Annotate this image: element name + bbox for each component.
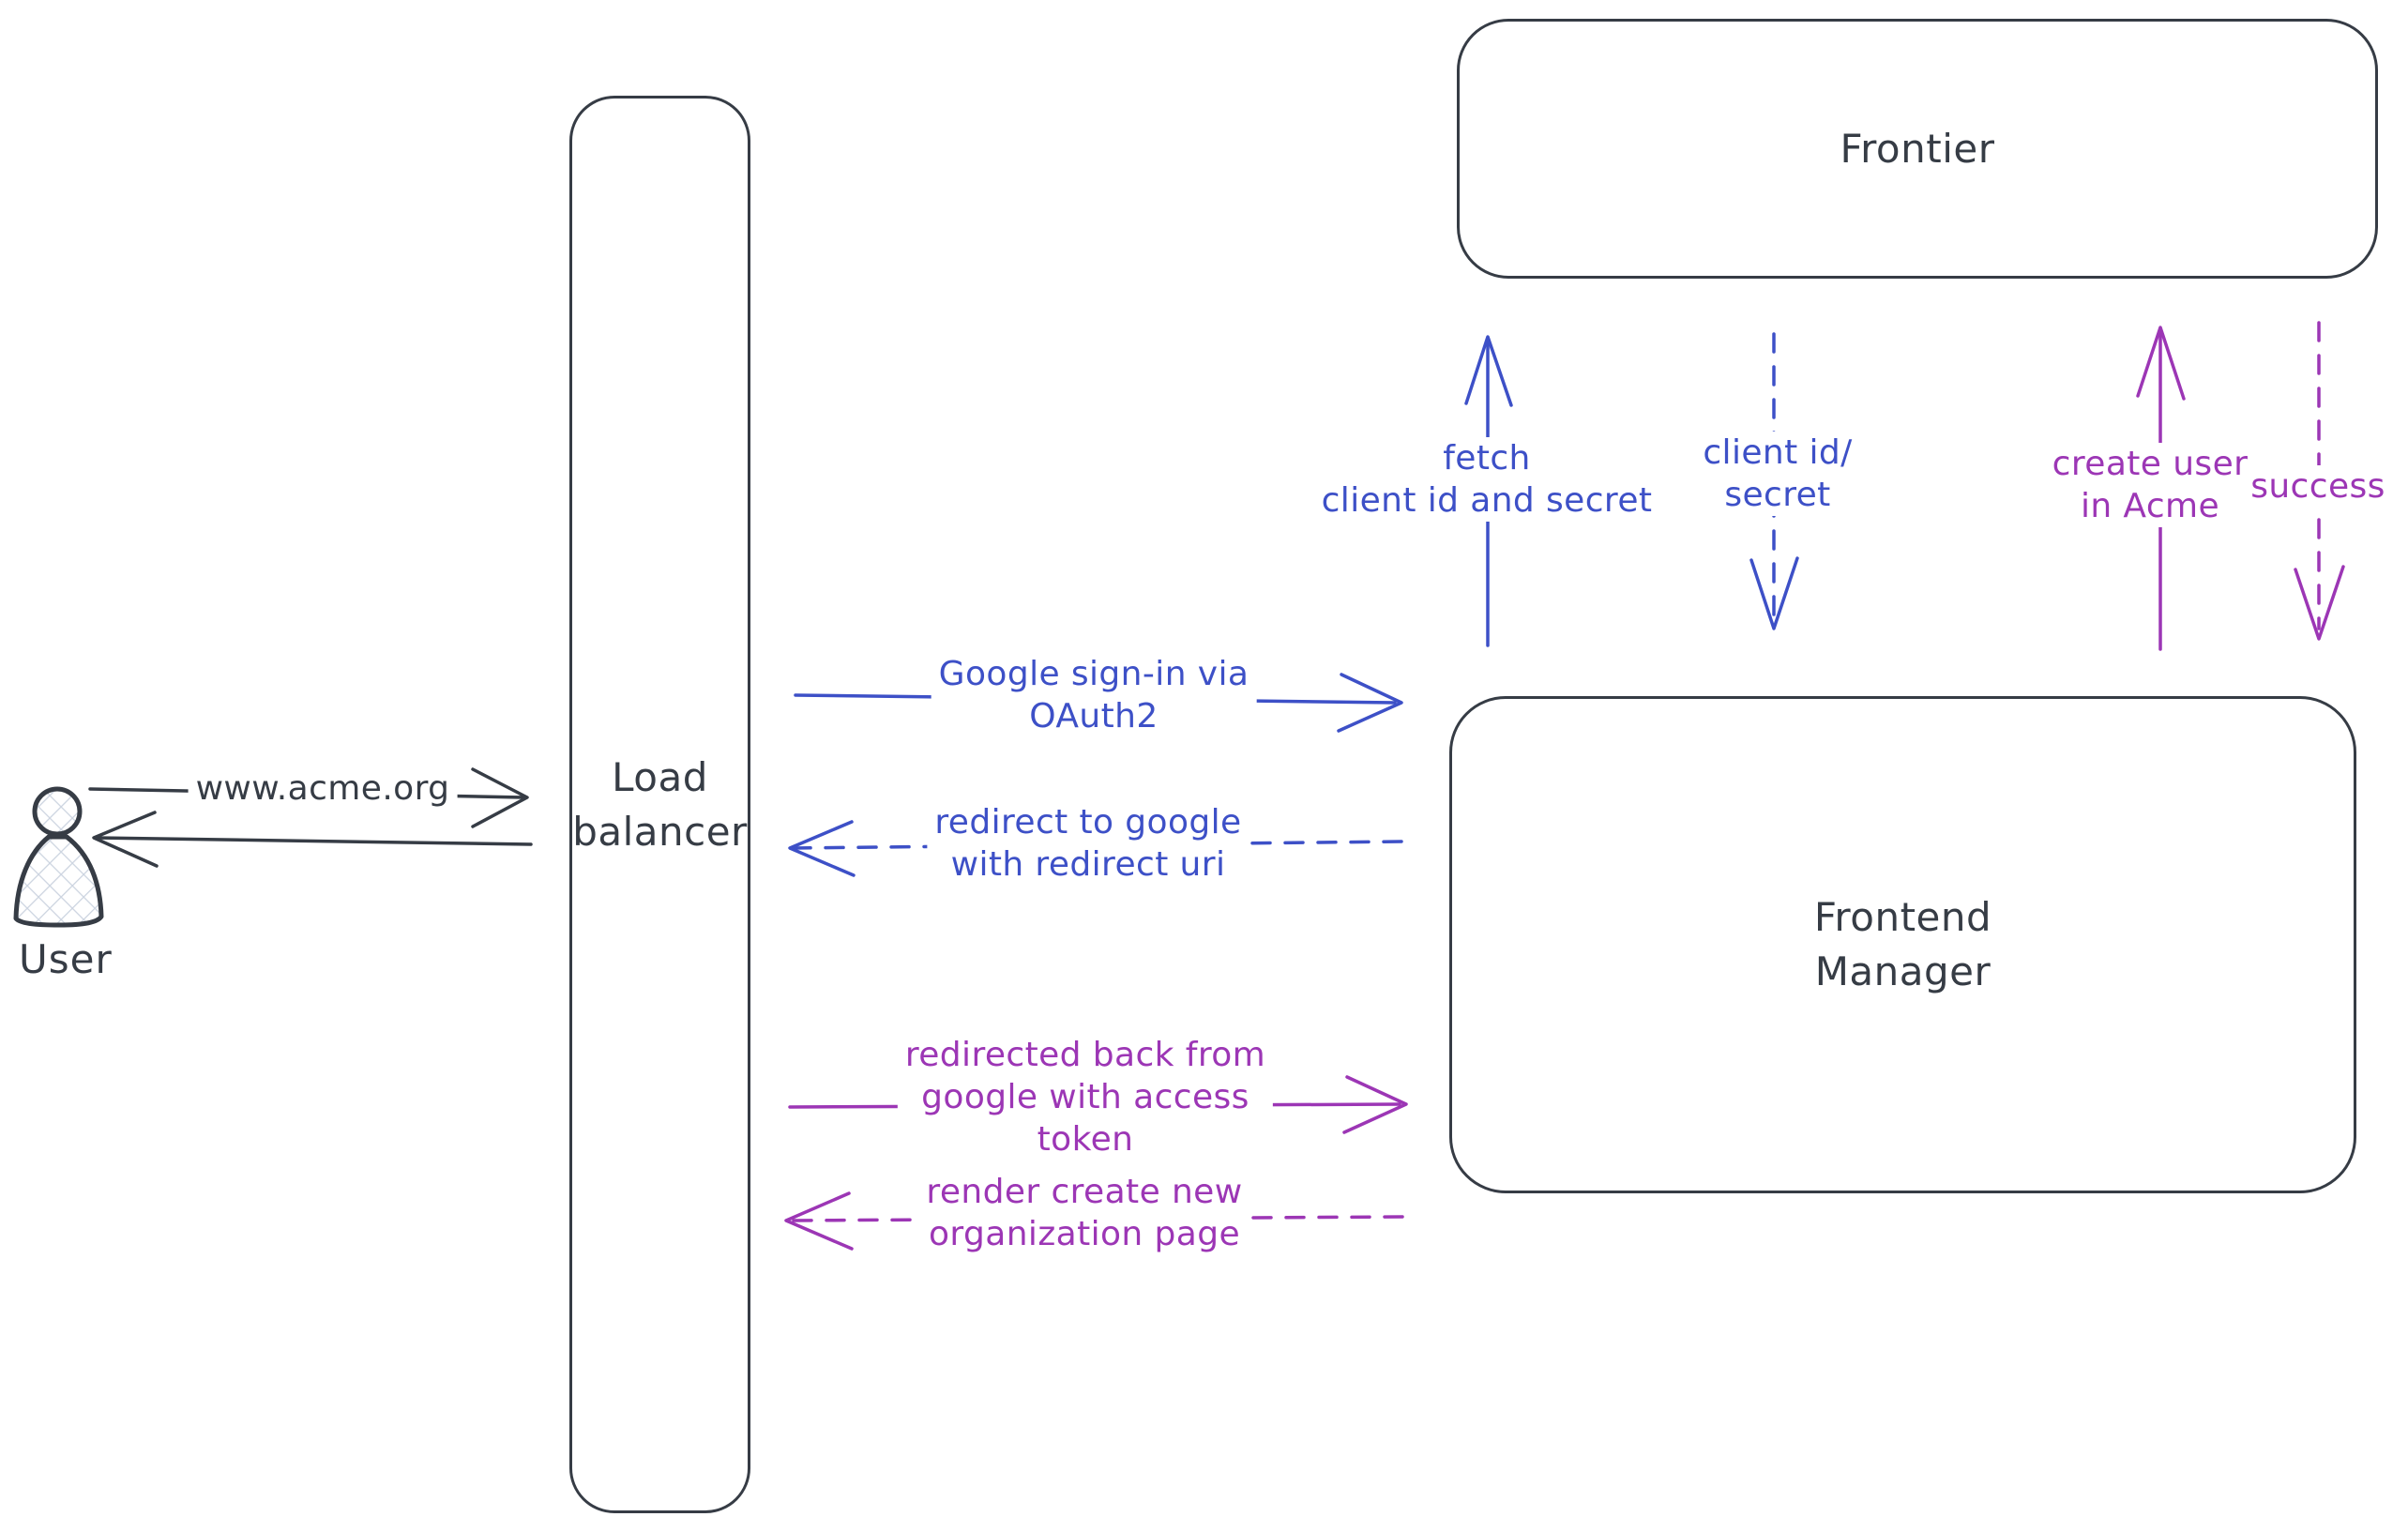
frontier-node: Frontier: [1457, 19, 2378, 279]
label-create-user-in-acme: create user in Acme: [2044, 443, 2256, 527]
load-balancer-node: Load balancer: [569, 96, 750, 1513]
label-render-org-page: render create new organization page: [918, 1171, 1250, 1255]
label-redirected-back: redirected back from google with access …: [897, 1034, 1274, 1160]
label-www-acme: www.acme.org: [188, 767, 458, 810]
load-balancer-label-line1: Load: [612, 753, 708, 800]
label-redirect-to-google: redirect to google with redirect uri: [927, 801, 1249, 886]
frontend-manager-label-line2: Manager: [1814, 948, 1992, 994]
frontend-manager-node: Frontend Manager: [1449, 696, 2356, 1193]
frontend-manager-label-line1: Frontend: [1813, 894, 1992, 940]
label-client-id-secret: client id/ secret: [1695, 432, 1860, 516]
frontier-label: Frontier: [1840, 125, 1995, 172]
user-person-icon: [13, 786, 104, 928]
user-label: User: [19, 936, 113, 982]
arrow-success-return: [2294, 321, 2345, 641]
arrow-response-to-user: [92, 811, 533, 868]
label-google-signin: Google sign-in via OAuth2: [931, 653, 1257, 737]
label-fetch-client-id-secret: fetch client id and secret: [1313, 437, 1660, 522]
label-success: success: [2243, 465, 2393, 508]
load-balancer-label-line2: balancer: [572, 808, 748, 855]
